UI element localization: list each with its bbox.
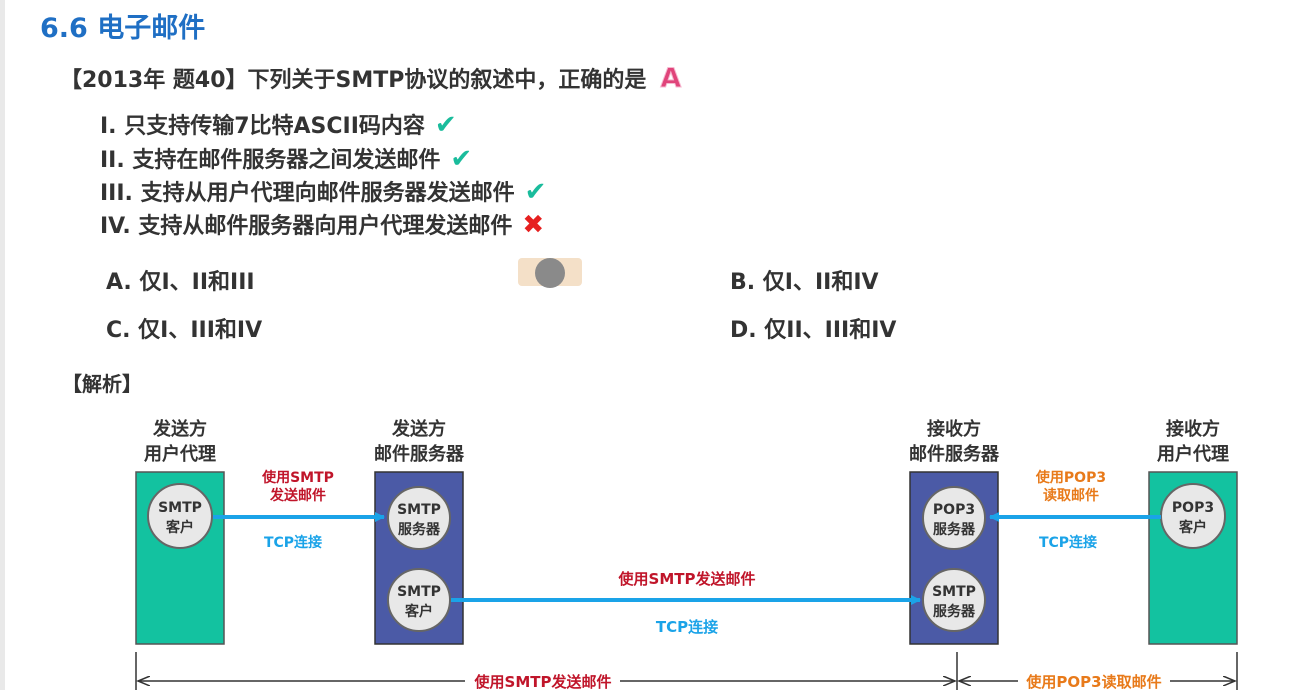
arrow1-label-2: 发送邮件 (269, 487, 326, 504)
arrow3-label-2: 读取邮件 (1043, 487, 1099, 504)
statement-text: II. 支持在邮件服务器之间发送邮件 (100, 148, 441, 173)
sender-server-label-1: 发送方 (391, 418, 446, 440)
receiver-ua-label-2: 用户代理 (1157, 443, 1229, 465)
statement-1: I. 只支持传输7比特ASCII码内容 ✔ (100, 108, 457, 140)
receiver-ua-circle-text-2: 客户 (1178, 519, 1207, 536)
check-icon: ✔ (450, 144, 473, 174)
question-text: 【2013年 题40】下列关于SMTP协议的叙述中，正确的是 (60, 68, 647, 93)
option-c: C. 仅I、III和IV (106, 318, 263, 343)
receiver-server-c1-text-1: POP3 (933, 502, 975, 518)
sender-ua-circle (147, 483, 213, 549)
sender-server-c1-text-2: 服务器 (398, 521, 441, 538)
statement-text: III. 支持从用户代理向邮件服务器发送邮件 (100, 181, 515, 206)
sender-ua-circle-text-1: SMTP (158, 500, 202, 516)
sender-ua-circle-text-2: 客户 (165, 519, 194, 536)
analysis-label: 【解析】 (62, 372, 142, 396)
arrow3-tcp-label: TCP连接 (1039, 534, 1097, 551)
span1-label: 使用SMTP发送邮件 (474, 673, 612, 690)
sender-server-c2-text-1: SMTP (397, 584, 441, 600)
sender-ua-label-1: 发送方 (152, 418, 207, 440)
cross-icon: ✖ (522, 210, 545, 240)
arrow1-label-1: 使用SMTP (261, 469, 334, 486)
arrow3-label-1: 使用POP3 (1035, 469, 1106, 486)
answer-letter: A (660, 63, 682, 95)
arrow1-tcp-label: TCP连接 (264, 534, 322, 551)
option-b: B. 仅I、II和IV (730, 270, 879, 295)
receiver-ua-circle (1160, 483, 1226, 549)
cursor-marker (518, 258, 582, 288)
page-title: 6.6 电子邮件 (40, 13, 206, 44)
question: 【2013年 题40】下列关于SMTP协议的叙述中，正确的是 A (60, 62, 682, 95)
statement-4: IV. 支持从邮件服务器向用户代理发送邮件 ✖ (100, 208, 544, 240)
arrow2-label: 使用SMTP发送邮件 (618, 570, 756, 588)
receiver-server-label-2: 邮件服务器 (909, 443, 1000, 465)
check-icon: ✔ (524, 177, 547, 207)
option-d: D. 仅II、III和IV (730, 318, 897, 343)
sender-server-circle-1 (387, 486, 451, 550)
sender-server-label-2: 邮件服务器 (374, 443, 465, 465)
receiver-server-c2-text-1: SMTP (932, 584, 976, 600)
statement-3: III. 支持从用户代理向邮件服务器发送邮件 ✔ (100, 175, 546, 207)
receiver-ua-circle-text-1: POP3 (1172, 500, 1214, 516)
left-border (0, 0, 5, 690)
receiver-server-label-1: 接收方 (927, 418, 981, 440)
span2-label: 使用POP3读取邮件 (1025, 673, 1161, 690)
option-a: A. 仅I、II和III (106, 270, 255, 295)
sender-server-c1-text-1: SMTP (397, 502, 441, 518)
statement-text: I. 只支持传输7比特ASCII码内容 (100, 114, 425, 139)
receiver-server-circle-1 (922, 486, 986, 550)
check-icon: ✔ (434, 110, 457, 140)
arrow2-tcp-label: TCP连接 (656, 618, 718, 636)
receiver-ua-label-1: 接收方 (1166, 418, 1220, 440)
statement-text: IV. 支持从邮件服务器向用户代理发送邮件 (100, 214, 513, 239)
sender-server-circle-2 (387, 568, 451, 632)
receiver-server-c1-text-2: 服务器 (933, 521, 976, 538)
statement-2: II. 支持在邮件服务器之间发送邮件 ✔ (100, 142, 472, 174)
sender-ua-label-2: 用户代理 (144, 443, 216, 465)
receiver-server-circle-2 (922, 568, 986, 632)
sender-server-c2-text-2: 客户 (404, 603, 433, 620)
receiver-server-c2-text-2: 服务器 (933, 603, 976, 620)
